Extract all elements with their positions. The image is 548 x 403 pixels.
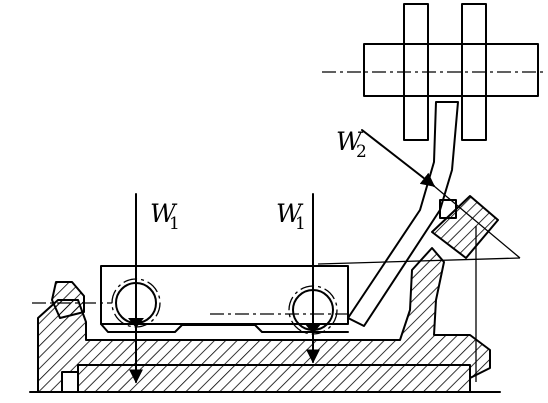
label-w1-left: W 1 <box>150 199 180 234</box>
base-section <box>37 247 491 393</box>
label-w1-right: W 1 <box>276 199 306 234</box>
base-frame <box>29 247 501 393</box>
base-inner-cavity <box>77 364 471 379</box>
right-support-block <box>431 195 499 382</box>
load-arrow-w2 <box>361 129 521 259</box>
svg-text:W: W <box>336 127 364 156</box>
carriage-underside <box>100 323 349 333</box>
left-end-bracket <box>32 281 112 319</box>
gear-left <box>403 3 429 141</box>
gear-right <box>461 3 487 141</box>
svg-text:W: W <box>150 199 178 228</box>
shaft-body <box>363 43 539 97</box>
carriage-body <box>100 265 349 325</box>
carriage-block <box>100 265 349 333</box>
svg-text:W: W <box>276 199 304 228</box>
inclined-link <box>317 101 521 327</box>
shaft <box>322 43 546 97</box>
label-w2: W 2 <box>336 127 367 162</box>
svg-text:2: 2 <box>356 142 367 162</box>
link-guide-line <box>317 257 521 265</box>
svg-text:1: 1 <box>169 214 180 234</box>
svg-text:1: 1 <box>295 214 306 234</box>
